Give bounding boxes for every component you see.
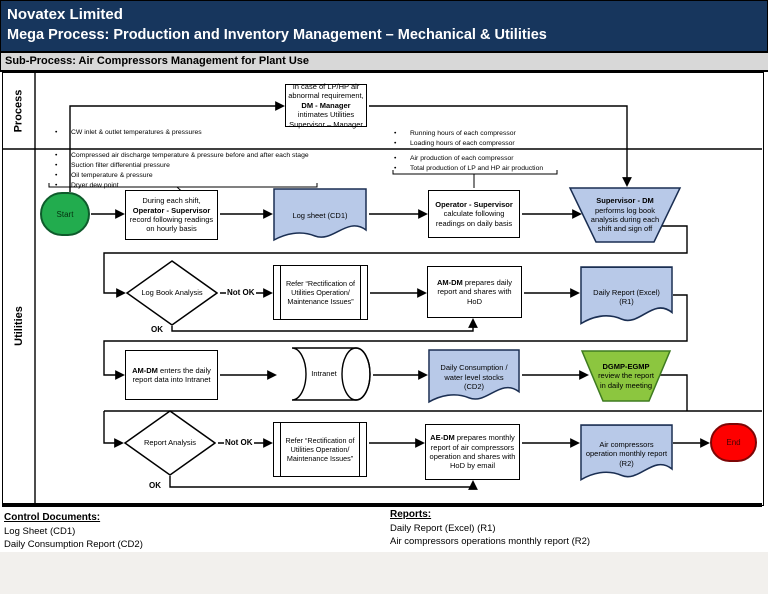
report-analysis-decision: Report Analysis (124, 410, 216, 476)
bullet-icon: • (394, 130, 397, 137)
note-air-production: • Air production of each compressor (394, 154, 514, 163)
subprocess-bar: Sub-Process: Air Compressors Management … (0, 52, 768, 72)
box-text: intimates Utilities Supervisor – Manager (289, 110, 363, 129)
subprocess-label: Sub-Process: Air Compressors Management … (5, 55, 310, 67)
bullet-icon: • (55, 182, 58, 189)
am-dm-intranet-box: AM-DM enters the daily report data into … (125, 350, 218, 400)
mega-process-title: Mega Process: Production and Inventory M… (7, 27, 547, 43)
bullet-icon: • (55, 129, 58, 136)
document-label: Log sheet (CD1) (292, 211, 348, 221)
note-text: Compressed air discharge temperature & p… (71, 152, 309, 159)
bullet-icon: • (394, 140, 397, 147)
not-ok-label-2: Not OK (224, 438, 254, 447)
reference-text: Refer “Rectification of Utilities Operat… (285, 279, 356, 306)
note-text: Loading hours of each compressor (410, 140, 515, 147)
record-readings-box: During each shift, Operator - Supervisor… (125, 190, 218, 240)
note-compressed-air: • Compressed air discharge temperature & … (55, 151, 309, 160)
control-document-item: Log Sheet (CD1) (4, 526, 76, 537)
note-text: Dryer dew point (71, 182, 119, 189)
end-node: End (710, 423, 757, 462)
supervisor-dm-trapezoid: Supervisor - DM performs log book analys… (568, 187, 682, 243)
note-text: Oil temperature & pressure (71, 172, 153, 179)
reports-title: Reports: (390, 509, 432, 520)
note-suction-filter: • Suction filter differential pressure (55, 161, 170, 170)
lane-utilities: Utilities (2, 149, 35, 503)
document-label: Daily Report (Excel) (R1) (593, 287, 660, 306)
decision-label: Report Analysis (143, 438, 197, 448)
lane-process-label: Process (12, 89, 25, 132)
rectification-reference-box-1: Refer “Rectification of Utilities Operat… (273, 265, 368, 320)
report-item: Daily Report (Excel) (R1) (390, 523, 496, 534)
bullet-icon: • (394, 165, 397, 172)
bullet-icon: • (394, 155, 397, 162)
box-actor: AE-DM (430, 433, 455, 443)
box-actor: AM-DM (436, 277, 463, 287)
ok-label-2: OK (148, 481, 162, 490)
control-documents-title: Control Documents: (4, 512, 101, 523)
reference-text: Refer “Rectification of Utilities Operat… (285, 436, 355, 463)
note-text: Air production of each compressor (410, 155, 514, 162)
log-sheet-document: Log sheet (CD1) (273, 188, 367, 244)
box-actor: Operator - Supervisor (132, 205, 211, 215)
box-actor: AM-DM (132, 365, 158, 375)
control-document-item: Daily Consumption Report (CD2) (4, 539, 143, 550)
ae-dm-monthly-report-box: AE-DM prepares monthly report of air com… (425, 424, 520, 480)
note-running-hours: • Running hours of each compressor (394, 129, 516, 138)
document-label: Daily Consumption / water level stocks (… (440, 363, 508, 392)
lp-hp-abnormal-requirement-box: In case of LP/HP air abnormal requiremen… (285, 82, 367, 129)
monthly-report-document: Air compressors operation monthly report… (580, 424, 673, 484)
box-text: prepares monthly report of air compresso… (429, 433, 516, 471)
note-total-production: • Total production of LP and HP air produ… (394, 164, 543, 173)
note-cw-inlet: • CW inlet & outlet temperatures & pressu… (55, 128, 202, 137)
ok-label-1: OK (150, 325, 164, 334)
bottom-strip (0, 552, 768, 594)
cylinder-label: Intranet (311, 369, 337, 379)
calculate-readings-box: Operator - Supervisor calculate followin… (428, 190, 520, 238)
company-name: Novatex Limited (7, 6, 123, 23)
bullet-icon: • (55, 162, 58, 169)
box-text: record following readings on hourly basi… (129, 215, 214, 234)
dgmp-egmp-trapezoid: DGMP-EGMP review the report in daily mee… (580, 350, 672, 402)
document-header: Novatex Limited Mega Process: Production… (0, 0, 768, 52)
note-loading-hours: • Loading hours of each compressor (394, 139, 515, 148)
note-text: Suction filter differential pressure (71, 162, 170, 169)
bullet-icon: • (55, 172, 58, 179)
start-label: Start (56, 209, 74, 219)
decision-label: Log Book Analysis (141, 288, 203, 298)
lane-utilities-label: Utilities (12, 306, 25, 346)
box-text: performs log book analysis during each s… (590, 205, 660, 234)
box-text: calculate following readings on daily ba… (435, 209, 513, 228)
document-label: Air compressors operation monthly report… (585, 439, 668, 468)
note-text: Running hours of each compressor (410, 130, 516, 137)
box-text: In case of LP/HP air abnormal requiremen… (288, 82, 364, 101)
daily-consumption-document: Daily Consumption / water level stocks (… (428, 349, 520, 406)
lane-process: Process (2, 72, 35, 149)
note-text: CW inlet & outlet temperatures & pressur… (71, 129, 202, 136)
log-book-analysis-decision: Log Book Analysis (126, 260, 218, 326)
note-oil-temp: • Oil temperature & pressure (55, 171, 153, 180)
daily-report-document: Daily Report (Excel) (R1) (580, 266, 673, 328)
bullet-icon: • (55, 152, 58, 159)
box-text: review the report in daily meeting (598, 371, 654, 390)
box-text: During each shift, (142, 196, 201, 206)
box-actor: Supervisor - DM (596, 196, 654, 206)
report-item: Air compressors operations monthly repor… (390, 536, 591, 547)
note-text: Total production of LP and HP air produc… (410, 165, 544, 172)
intranet-cylinder: Intranet (277, 347, 371, 401)
start-node: Start (40, 192, 90, 236)
box-actor: Operator - Supervisor (435, 199, 513, 209)
box-actor: DM - Manager (301, 100, 351, 110)
end-label: End (726, 438, 741, 447)
rectification-reference-box-2: Refer “Rectification of Utilities Operat… (273, 422, 367, 477)
note-dryer-dew: • Dryer dew point (55, 181, 119, 190)
box-actor: DGMP-EGMP (602, 361, 650, 371)
diagram-bottom-border (2, 503, 762, 507)
am-dm-daily-report-box: AM-DM prepares daily report and shares w… (427, 266, 522, 318)
not-ok-label-1: Not OK (226, 288, 256, 297)
